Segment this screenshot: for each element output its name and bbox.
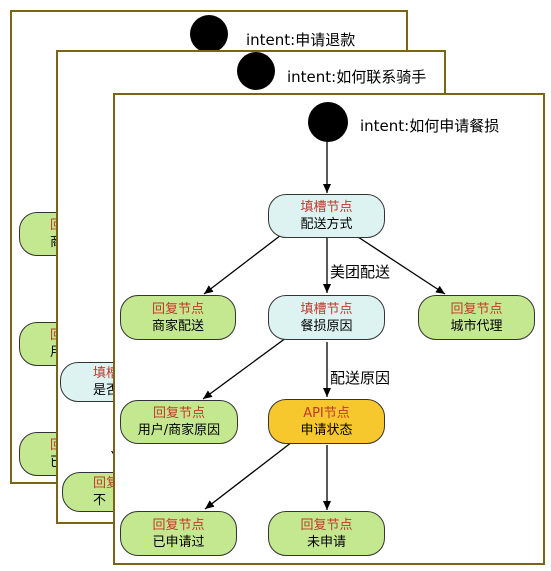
node-title: 填槽节点 [300,200,353,215]
edge-label-meituan-delivery: 美团配送 [330,263,391,281]
node-title: 回复节点 [152,406,205,421]
node-title: 回复节点 [152,517,205,533]
start-node-food-damage [308,102,348,142]
edge-slot1-to-reply2 [354,234,446,295]
node-subtitle: 城市代理 [450,318,503,334]
reply-node-already-applied: 回复节点 已申请过 [120,511,237,556]
node-subtitle: 申请状态 [300,422,353,438]
node-title: 回复节点 [151,301,204,317]
start-node-contact-rider [237,52,275,90]
node-title: API节点 [303,405,350,421]
edge-slot1-to-reply1 [203,231,286,295]
slot-node-damage-reason: 填槽节点 餐损原因 [268,295,385,340]
intent-label-food-damage: intent:如何申请餐损 [360,117,500,135]
node-title: 回复 [93,476,120,491]
reply-node-city-agent: 回复节点 城市代理 [418,295,535,340]
intent-label-contact-rider: intent:如何联系骑手 [287,68,427,86]
node-subtitle: 用户/商家原因 [137,423,221,438]
start-node-refund [190,15,228,53]
edge-slot2-to-reply3 [202,334,291,400]
node-subtitle: 餐损原因 [300,318,353,334]
edge-api-to-reply4 [204,441,293,510]
node-subtitle: 不 [93,493,107,508]
node-subtitle: 配送方式 [300,217,353,232]
node-title: 填槽 [93,366,120,381]
reply-node-not-applied: 回复节点 未申请 [268,511,385,556]
edge-label-delivery-reason: 配送原因 [330,369,391,387]
api-node-application-status: API节点 申请状态 [268,399,385,444]
node-subtitle: 未申请 [306,534,346,550]
node-title: 回复节点 [450,301,503,317]
slot-node-delivery-method: 填槽节点 配送方式 [268,194,385,238]
reply-node-user-merchant-reason: 回复节点 用户/商家原因 [120,400,238,444]
reply-node-merchant-delivery: 回复节点 商家配送 [120,295,236,340]
node-title: 填槽节点 [300,301,353,317]
intent-label-refund: intent:申请退款 [246,31,356,49]
node-subtitle: 商家配送 [151,318,204,334]
node-subtitle: 是否 [93,383,120,398]
node-title: 回复节点 [300,517,353,533]
node-subtitle: 已申请过 [152,534,205,550]
